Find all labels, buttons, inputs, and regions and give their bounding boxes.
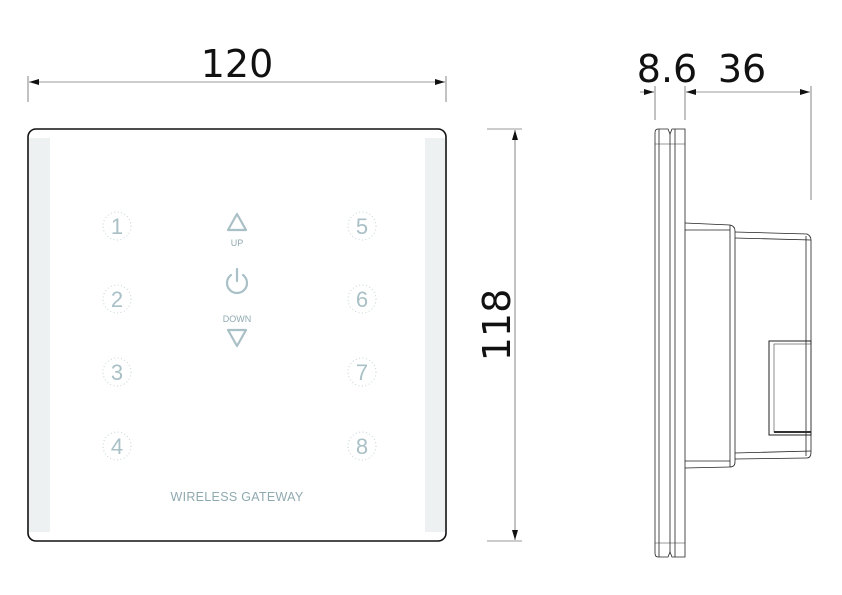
key-label: 5 xyxy=(356,214,368,239)
power-icon xyxy=(225,267,249,295)
key-6[interactable]: 6 xyxy=(347,284,377,314)
up-label: UP xyxy=(231,238,244,248)
front-panel: 1 2 3 4 5 6 7 8 xyxy=(27,128,447,542)
power-button[interactable] xyxy=(225,267,249,295)
brand-label: WIRELESS GATEWAY xyxy=(170,490,303,504)
key-label: 2 xyxy=(111,287,123,312)
key-3[interactable]: 3 xyxy=(102,357,132,387)
width-label: 120 xyxy=(201,42,274,86)
down-button[interactable]: DOWN xyxy=(223,314,252,348)
key-8[interactable]: 8 xyxy=(347,431,377,461)
side-dimensions: 8.6 36 xyxy=(637,47,812,200)
key-label: 6 xyxy=(356,287,368,312)
width-dimension: 120 xyxy=(27,42,447,102)
left-light-stripe xyxy=(29,138,50,532)
key-1[interactable]: 1 xyxy=(102,211,132,241)
key-4[interactable]: 4 xyxy=(102,431,132,461)
key-label: 8 xyxy=(356,434,368,459)
thickness-label: 8.6 xyxy=(637,47,697,91)
key-7[interactable]: 7 xyxy=(347,357,377,387)
height-label: 118 xyxy=(475,289,519,362)
depth-label: 36 xyxy=(718,47,766,91)
height-dimension: 118 xyxy=(475,128,522,542)
key-5[interactable]: 5 xyxy=(347,211,377,241)
up-button[interactable]: UP xyxy=(226,212,248,248)
connector xyxy=(768,340,812,436)
key-label: 3 xyxy=(111,360,123,385)
up-triangle-icon xyxy=(226,212,248,232)
side-view xyxy=(654,128,812,558)
key-2[interactable]: 2 xyxy=(102,284,132,314)
key-label: 1 xyxy=(111,214,123,239)
key-label: 4 xyxy=(111,434,123,459)
down-triangle-icon xyxy=(226,328,248,348)
right-light-stripe xyxy=(425,138,445,532)
down-label: DOWN xyxy=(223,314,252,324)
key-label: 7 xyxy=(356,360,368,385)
